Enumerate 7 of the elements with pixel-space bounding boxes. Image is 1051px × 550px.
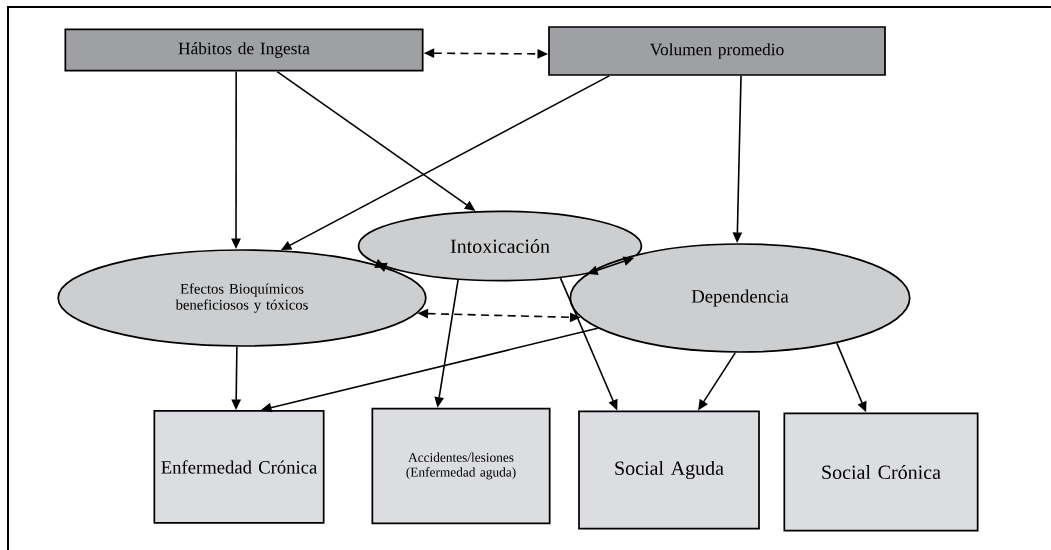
arrow	[374, 258, 388, 272]
outcome-box: Enfermedad Crónica	[153, 410, 325, 524]
outcome-box: Social Crónica	[783, 412, 979, 532]
outcome-box: Accidentes/lesiones (Enfermedad aguda)	[371, 407, 551, 525]
header-box: Volumen promedio	[548, 26, 886, 76]
outcome-box: Social Aguda	[578, 410, 760, 530]
header-box: Hábitos de Ingesta	[64, 28, 424, 72]
